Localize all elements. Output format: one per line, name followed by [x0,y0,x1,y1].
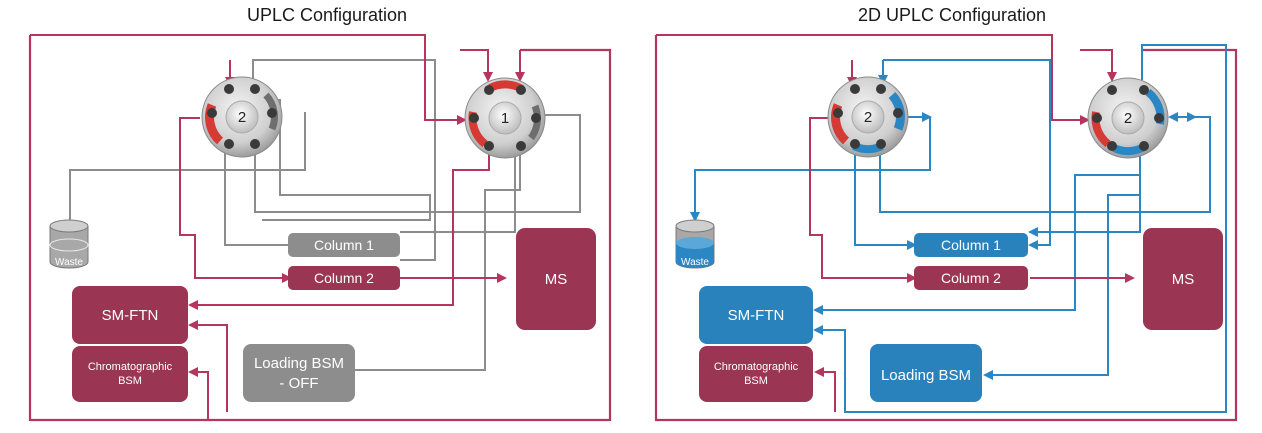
right-valve-b: 2 [1087,77,1169,159]
right-ms-label: MS [1172,271,1195,288]
right-loading-bsm-label: Loading BSM [881,367,971,384]
right-waste-container: Waste [675,219,715,269]
left-loading-bsm-label-2: - OFF [279,375,318,392]
right-valve-a-number: 2 [864,109,872,126]
right-valve-b-number: 2 [1124,110,1132,127]
left-column1-box [288,233,400,257]
left-ms-label: MS [545,271,568,288]
left-smftn-label: SM-FTN [102,307,159,324]
right-waste-label: Waste [681,257,709,268]
left-column1-label: Column 1 [314,237,374,253]
right-chrom-bsm-box [699,346,813,402]
right-loading-bsm-box [870,344,982,402]
right-smftn-label: SM-FTN [728,307,785,324]
left-valve-b-number: 1 [501,110,509,127]
left-ms-box [516,228,596,330]
right-valve-a: 2 [827,76,909,158]
right-blue-lines [690,44,1227,413]
left-valve-a-number: 2 [238,109,246,126]
left-chrom-bsm-box [72,346,188,402]
right-title: 2D UPLC Configuration [858,5,1046,25]
left-waste-label: Waste [55,257,83,268]
right-panel: 2D UPLC Configuration [654,5,1238,422]
left-maroon-lines [30,34,525,420]
right-outer-loop [654,35,1238,422]
left-loading-bsm-label-1: Loading BSM [254,355,344,372]
right-column2-label: Column 2 [941,270,1001,286]
left-waste-container: Waste [49,219,89,269]
left-title: UPLC Configuration [247,5,407,25]
right-column1-label: Column 1 [941,237,1001,253]
left-panel: UPLC Configuration [28,5,612,422]
right-smftn-box [699,286,813,344]
left-column2-label: Column 2 [314,270,374,286]
right-chrom-bsm-label-1: Chromatographic [714,361,799,373]
left-chrom-bsm-label-2: BSM [118,375,142,387]
right-ms-box [1143,228,1223,330]
left-loading-bsm-box [243,344,355,402]
left-smftn-box [72,286,188,344]
right-chrom-bsm-label-2: BSM [744,375,768,387]
left-chrom-bsm-label-1: Chromatographic [88,361,173,373]
right-maroon-lines [656,34,1135,412]
left-column2-box [288,266,400,290]
right-column2-box [914,266,1028,290]
right-column1-box [914,233,1028,257]
left-valve-b: 1 [464,77,546,159]
left-valve-a: 2 [201,76,283,158]
left-outer-loop [28,35,612,422]
